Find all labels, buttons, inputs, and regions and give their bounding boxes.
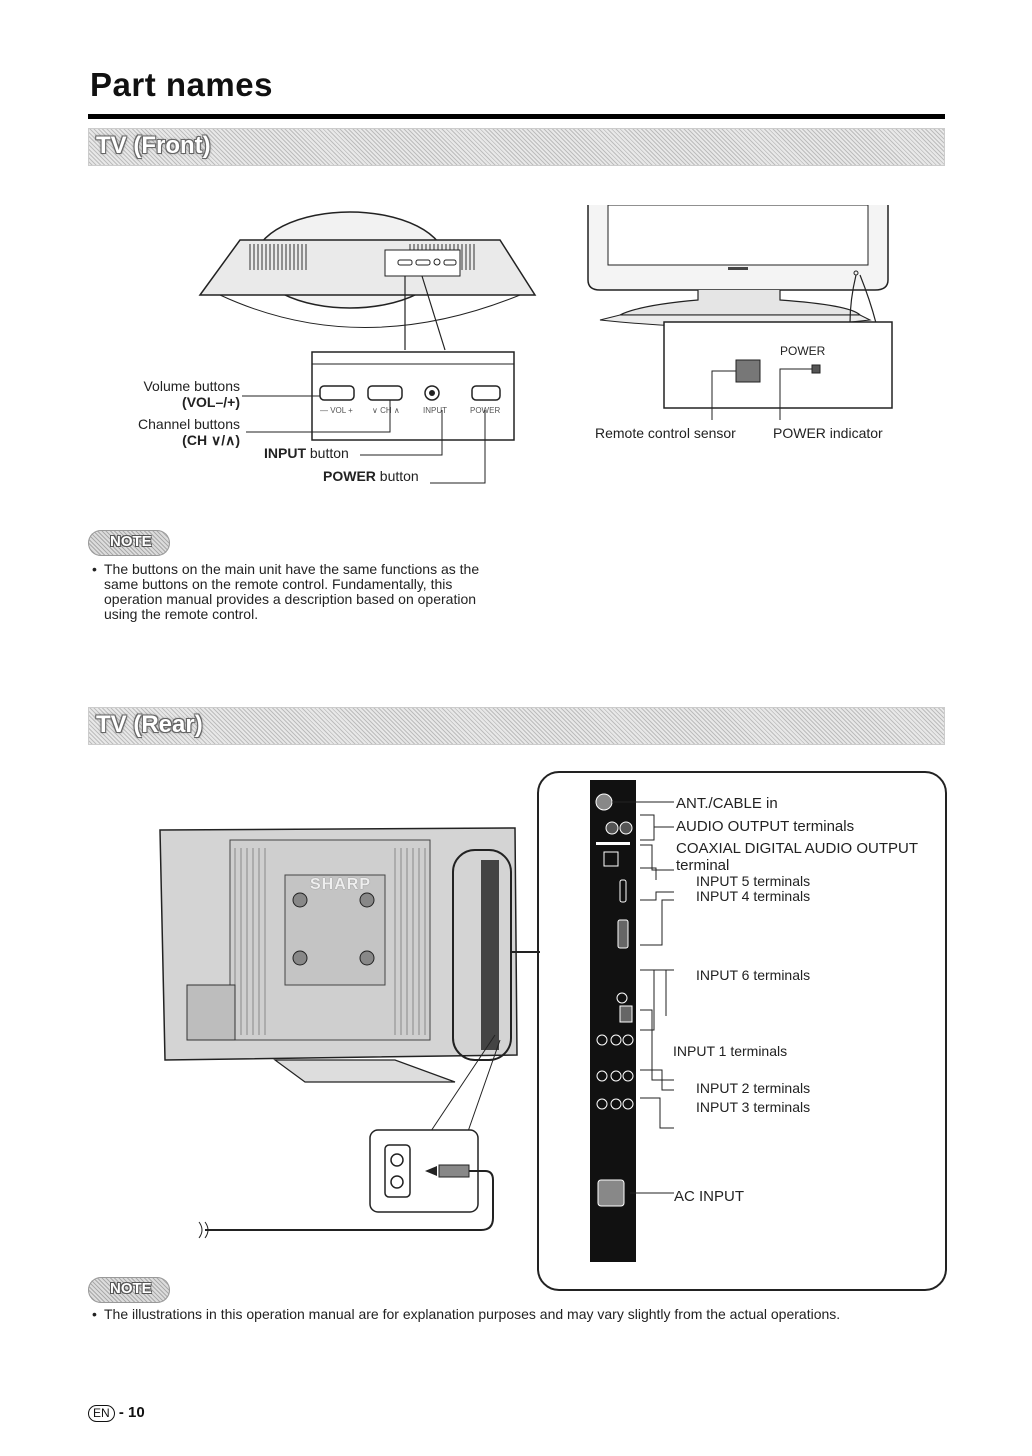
section-title-front: TV (Front): [96, 132, 211, 159]
power-indicator-top-label: POWER: [780, 344, 826, 358]
tv-front-corner-illustration: [587, 205, 893, 420]
channel-buttons-label: Channel buttons (CH ∨/∧): [138, 416, 240, 448]
input-button-label: INPUT button: [264, 445, 349, 461]
panel-label-input: INPUT: [423, 406, 447, 415]
section-band-front: TV (Front): [88, 128, 945, 166]
section-band-rear: TV (Rear): [88, 707, 945, 745]
input2-label: INPUT 2 terminals: [696, 1080, 811, 1096]
input6-label: INPUT 6 terminals: [696, 967, 811, 983]
input4-label: INPUT 4 terminals: [696, 888, 811, 904]
note-text-1: • The buttons on the main unit have the …: [92, 561, 480, 622]
panel-label-vol: — VOL +: [320, 406, 353, 415]
input1-label: INPUT 1 terminals: [673, 1043, 788, 1059]
note-text-2: • The illustrations in this operation ma…: [92, 1306, 841, 1322]
section-title-rear: TV (Rear): [96, 711, 203, 738]
audio-output-label: AUDIO OUTPUT terminals: [676, 818, 855, 835]
power-button-label: POWER button: [323, 468, 419, 484]
language-badge: EN: [88, 1405, 115, 1422]
panel-label-power: POWER: [470, 406, 501, 415]
rear-terminal-strip: [590, 780, 674, 1262]
ant-cable-label: ANT./CABLE in: [676, 795, 778, 812]
coaxial-label-1: COAXIAL DIGITAL AUDIO OUTPUT: [676, 840, 918, 857]
title-rule: [88, 114, 945, 119]
note-badge-2: NOTE: [88, 1277, 170, 1303]
coaxial-label-2: terminal: [676, 857, 730, 874]
page-title: Part names: [90, 66, 273, 103]
power-indicator-label: POWER indicator: [773, 425, 883, 441]
remote-sensor-label: Remote control sensor: [595, 425, 736, 441]
panel-label-ch: ∨ CH ∧: [372, 406, 400, 415]
rear-panel-frame: [537, 771, 947, 1291]
volume-buttons-label: Volume buttons (VOL–/+): [143, 378, 240, 410]
tv-rear-illustration: [159, 827, 540, 1239]
note-bullet: •: [92, 1306, 97, 1322]
tv-front-top-illustration: [198, 211, 537, 484]
input5-label: INPUT 5 terminals: [696, 873, 811, 889]
page-footer: EN - 10: [88, 1404, 145, 1422]
input3-label: INPUT 3 terminals: [696, 1099, 811, 1115]
note-bullet: •: [92, 561, 97, 577]
note-badge-1: NOTE: [88, 530, 170, 556]
brand-logo: SHARP: [310, 876, 372, 893]
ac-input-label: AC INPUT: [674, 1188, 745, 1205]
page-number: - 10: [118, 1404, 145, 1421]
